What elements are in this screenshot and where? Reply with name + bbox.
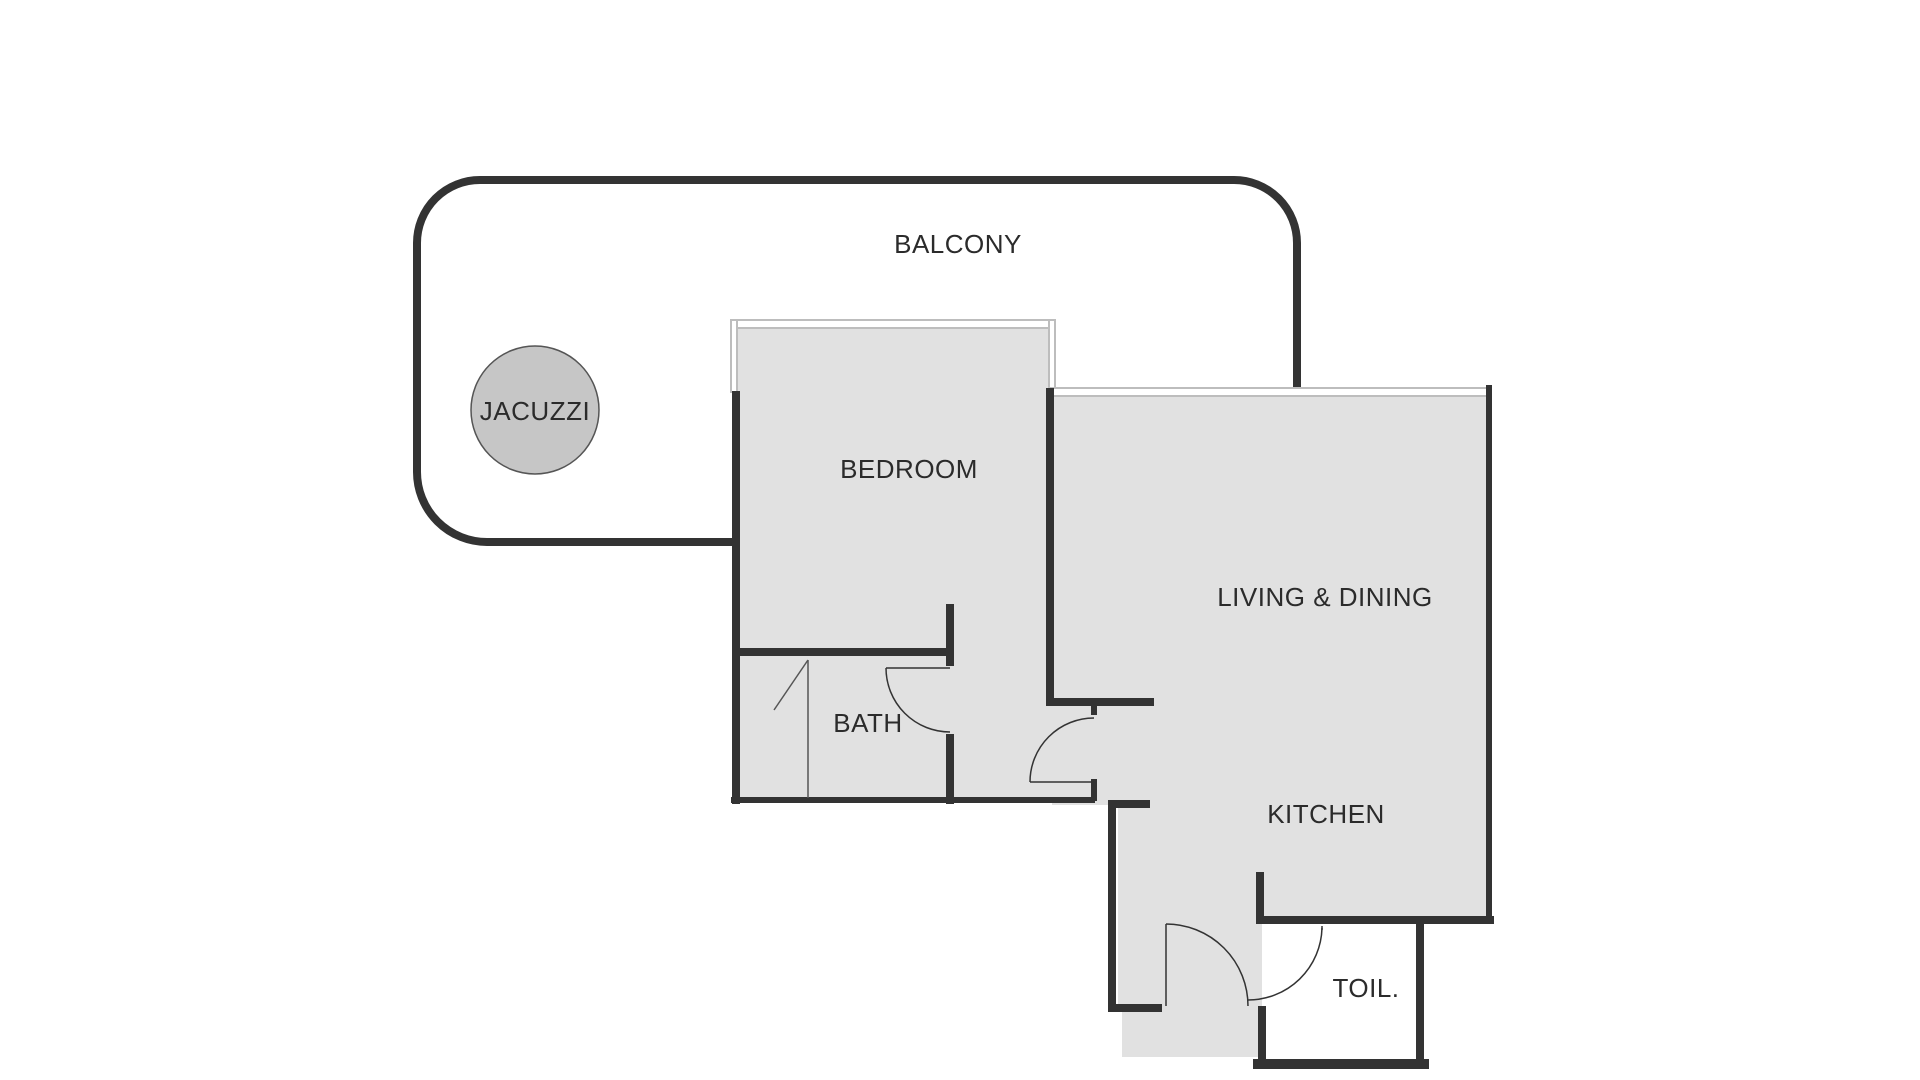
bedroom-window (730, 319, 1056, 329)
doors (885, 667, 1323, 1007)
living-door-arc (1029, 717, 1095, 783)
balcony-outline (413, 176, 1301, 546)
bath-fixtures (773, 659, 809, 798)
jacuzzi-tub (470, 345, 600, 475)
kitchen-door-arc (1165, 923, 1249, 1007)
balcony-label: BALCONY (894, 229, 1022, 259)
jacuzzi-label: JACUZZI (480, 396, 590, 426)
living-dining-label: LIVING & DINING (1217, 582, 1433, 612)
bedroom-window-side (1048, 319, 1056, 389)
toilet-label: TOIL. (1332, 973, 1399, 1003)
kitchen-label: KITCHEN (1267, 799, 1385, 829)
bath-door-arc (885, 667, 951, 733)
shower-door (773, 659, 809, 711)
bath-label: BATH (833, 708, 902, 738)
living-dining-kitchen-floor (1052, 392, 1490, 1057)
toilet-door-arc (1247, 927, 1323, 1001)
bedroom-window-left (730, 319, 738, 393)
bath-floor (737, 652, 952, 798)
bedroom-label: BEDROOM (840, 454, 978, 484)
walls (731, 385, 1494, 1069)
floor-fills (737, 324, 1490, 1057)
living-window (1051, 387, 1491, 397)
